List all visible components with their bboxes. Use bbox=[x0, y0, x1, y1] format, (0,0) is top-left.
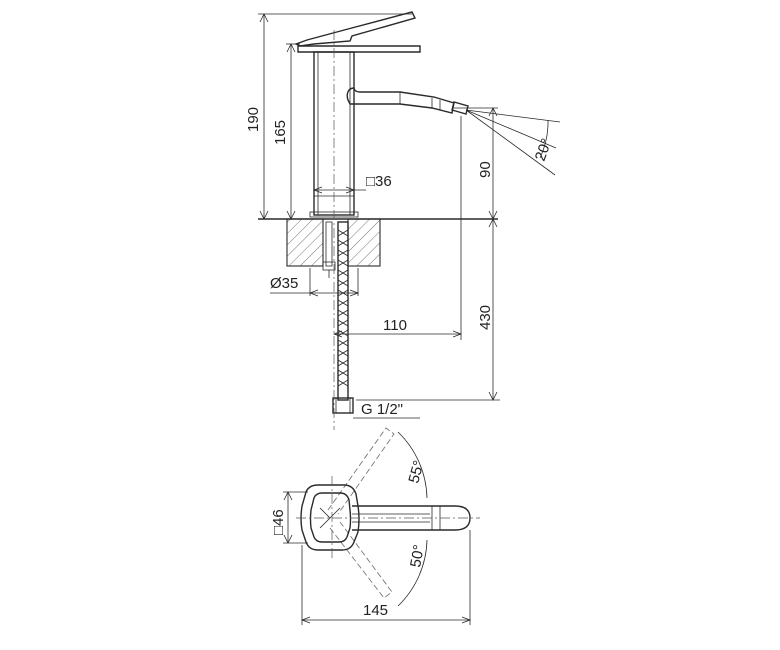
spout-plan bbox=[352, 505, 471, 531]
label-reach: 110 bbox=[383, 317, 407, 334]
lever-handle bbox=[294, 11, 417, 47]
label-outlet-height: 90 bbox=[477, 161, 494, 178]
label-plan-square: □46 bbox=[270, 509, 287, 535]
label-swivel-right: 50° bbox=[407, 543, 428, 568]
flexible-hose bbox=[337, 221, 349, 401]
aerator-nozzle bbox=[451, 101, 469, 115]
label-overall-height: 190 bbox=[245, 107, 262, 132]
body-plan-outer bbox=[300, 484, 360, 551]
label-connection: G 1/2" bbox=[361, 401, 403, 418]
counter-top-right bbox=[347, 218, 381, 267]
counter-top-left bbox=[286, 218, 324, 267]
plan-view: 55° 50° □46 145 bbox=[270, 427, 480, 625]
handle-cap bbox=[297, 45, 421, 53]
hose-connector bbox=[332, 397, 354, 414]
label-swivel-left: 55° bbox=[405, 459, 427, 485]
spout bbox=[346, 87, 455, 114]
label-spout-height: 165 bbox=[272, 120, 289, 145]
label-hose-length: 430 bbox=[477, 305, 494, 330]
label-spray-angle: 20° bbox=[532, 136, 556, 163]
body-plan-inner bbox=[309, 492, 352, 543]
label-base-diameter: Ø35 bbox=[270, 275, 298, 292]
label-body-square: □36 bbox=[366, 173, 392, 190]
label-plan-length: 145 bbox=[363, 602, 388, 619]
side-elevation-view: 20° 190 165 □3 bbox=[245, 11, 561, 430]
